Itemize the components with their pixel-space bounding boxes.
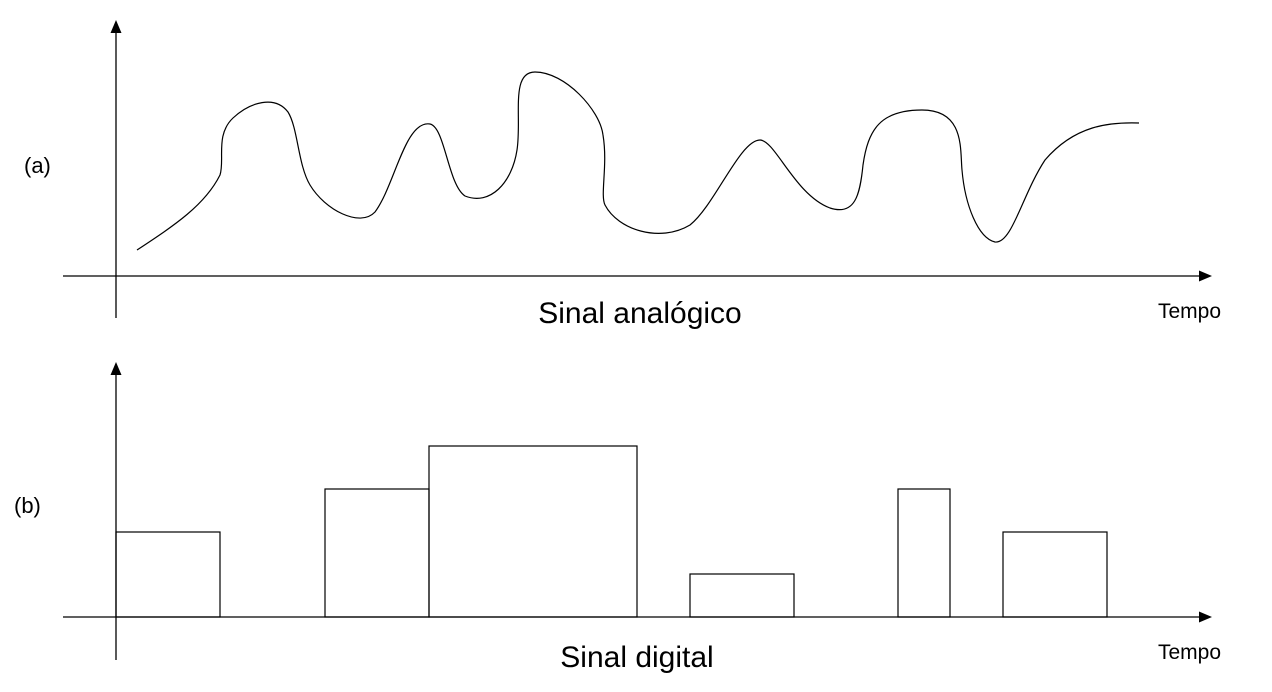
analog-x-axis-arrowhead <box>1199 270 1212 282</box>
digital-pulse <box>115 531 221 618</box>
analog-y-axis-arrowhead <box>110 20 122 33</box>
digital-panel-label: (b) <box>14 493 41 518</box>
analog-x-axis-label: Tempo <box>1158 300 1221 323</box>
digital-pulse <box>689 573 795 618</box>
digital-signal-title: Sinal digital <box>560 641 713 674</box>
digital-pulse <box>428 445 638 618</box>
digital-pulse <box>1002 531 1108 618</box>
digital-panel: (b) Sinal digital Tempo <box>14 362 1221 674</box>
analog-panel: (a) Sinal analógico Tempo <box>24 20 1221 330</box>
digital-pulse <box>897 488 951 618</box>
digital-pulse <box>324 488 430 618</box>
digital-pulses <box>115 445 1108 618</box>
analog-panel-label: (a) <box>24 153 51 178</box>
analog-signal-title: Sinal analógico <box>538 297 741 330</box>
digital-y-axis-arrowhead <box>110 362 122 375</box>
digital-x-axis-arrowhead <box>1199 611 1212 623</box>
digital-x-axis-label: Tempo <box>1158 641 1221 664</box>
analog-waveform <box>136 71 1140 251</box>
